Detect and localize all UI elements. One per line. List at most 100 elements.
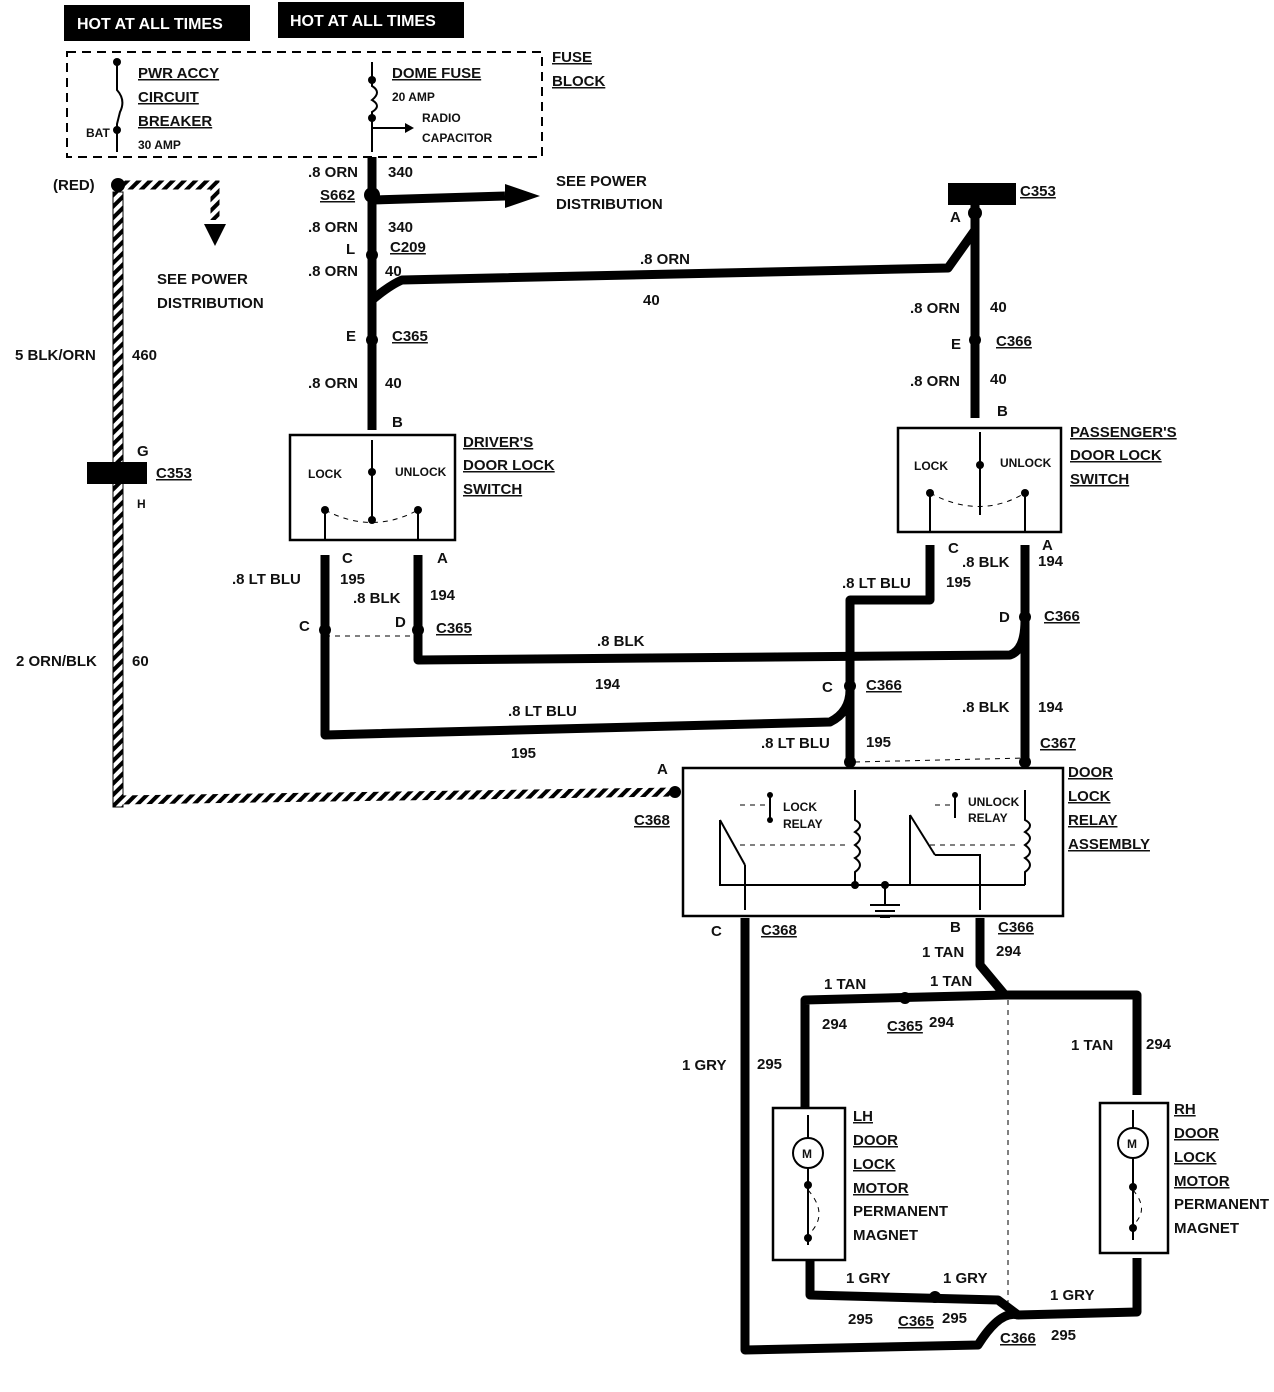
svg-text:CAPACITOR: CAPACITOR <box>422 131 493 145</box>
svg-text:BREAKER: BREAKER <box>138 113 212 130</box>
svg-text:M: M <box>1127 1137 1137 1151</box>
connector-dots <box>111 178 1031 1303</box>
wire-ltblu-drv: .8 LT BLU <box>232 571 301 588</box>
svg-text:LOCK: LOCK <box>914 459 948 473</box>
svg-text:FUSE: FUSE <box>552 49 592 66</box>
circuit-294-d: 294 <box>1146 1036 1172 1053</box>
circuit-460: 460 <box>132 347 157 364</box>
wire-tan-4: 1 TAN <box>1071 1037 1113 1054</box>
svg-text:DOME FUSE: DOME FUSE <box>392 65 481 82</box>
c366-c-label: C366 <box>866 677 902 694</box>
c367-label: C367 <box>1040 735 1076 752</box>
c368-a-label: C368 <box>634 812 670 829</box>
circuit-294-a: 294 <box>996 943 1022 960</box>
c353-pin-a: A <box>950 209 961 226</box>
passenger-switch-title-2: DOOR LOCK <box>1070 447 1162 464</box>
circuit-294-b: 294 <box>822 1016 848 1033</box>
wire-ltblu-pass: .8 LT BLU <box>842 575 911 592</box>
driver-switch-title-2: DOOR LOCK <box>463 457 555 474</box>
svg-text:UNLOCK: UNLOCK <box>1000 456 1052 470</box>
passenger-door-lock-switch: LOCK UNLOCK <box>896 426 1063 534</box>
driver-pin-b: B <box>392 414 403 431</box>
svg-text:PWR ACCY: PWR ACCY <box>138 65 219 82</box>
rh-motor-title-6: MAGNET <box>1174 1220 1239 1237</box>
circuit-194-mid: 194 <box>595 676 621 693</box>
see-power-right-2: DISTRIBUTION <box>556 196 663 213</box>
wire-ltblu-low: .8 LT BLU <box>508 703 577 720</box>
lh-motor-title-3: LOCK <box>853 1156 896 1173</box>
c366-label-e: C366 <box>996 333 1032 350</box>
red-label: (RED) <box>53 177 95 194</box>
hot-header-right: HOT AT ALL TIMES <box>278 2 464 38</box>
fuse-block: FUSE BLOCK PWR ACCY CIRCUIT BREAKER 30 A… <box>66 49 605 158</box>
circuit-194-pass: 194 <box>1038 553 1064 570</box>
relay-pin-b: B <box>950 919 961 936</box>
c368-c-label: C368 <box>761 922 797 939</box>
rh-motor-title-4: MOTOR <box>1174 1173 1230 1190</box>
wire-blk-right: .8 BLK <box>962 699 1010 716</box>
c365-mid-label: C365 <box>436 620 472 637</box>
circuit-40-b: 40 <box>385 375 402 392</box>
circuit-340-a: 340 <box>388 164 413 181</box>
lh-motor-title-1: LH <box>853 1108 873 1125</box>
circuit-40-d: 40 <box>990 371 1007 388</box>
wire-gry-4: 1 GRY <box>1050 1287 1094 1304</box>
wire-tan-1: 1 TAN <box>922 944 964 961</box>
relay-title-1: DOOR <box>1068 764 1113 781</box>
rh-motor-title-2: DOOR <box>1174 1125 1219 1142</box>
door-lock-relay-assembly: LOCK RELAY UNLOCK RELAY <box>681 757 1065 918</box>
circuit-295-c: 295 <box>942 1310 967 1327</box>
c209-pin: L <box>346 241 355 258</box>
wire-gry-1: 1 GRY <box>682 1057 726 1074</box>
c365-pin-d: D <box>395 614 406 631</box>
c353-pin-h: H <box>137 497 146 511</box>
driver-pin-a: A <box>437 550 448 567</box>
circuit-40-a: 40 <box>385 263 402 280</box>
circuit-340-b: 340 <box>388 219 413 236</box>
c365-pin-e: E <box>346 328 356 345</box>
driver-door-lock-switch: LOCK UNLOCK <box>288 433 457 542</box>
c353-left-label: C353 <box>156 465 192 482</box>
wire-orn-blk: 2 ORN/BLK <box>16 653 97 670</box>
c366-pin-d: D <box>999 609 1010 626</box>
lh-motor-title-4: MOTOR <box>853 1180 909 1197</box>
wire-blk-mid: .8 BLK <box>597 633 645 650</box>
driver-pin-c: C <box>342 550 353 567</box>
circuit-294-c: 294 <box>929 1014 955 1031</box>
wire-orn-40-c: .8 ORN <box>910 300 960 317</box>
lh-motor-title-6: MAGNET <box>853 1227 918 1244</box>
svg-text:RADIO: RADIO <box>422 111 461 125</box>
svg-text:LOCK: LOCK <box>308 467 342 481</box>
s662-label: S662 <box>320 187 355 204</box>
see-power-right-1: SEE POWER <box>556 173 647 190</box>
wire-tan-2: 1 TAN <box>824 976 866 993</box>
circuit-40-top: 40 <box>643 292 660 309</box>
passenger-switch-title-3: SWITCH <box>1070 471 1129 488</box>
c366-d-label: C366 <box>1044 608 1080 625</box>
relay-pin-c: C <box>711 923 722 940</box>
circuit-195-relay: 195 <box>866 734 891 751</box>
relay-title-4: ASSEMBLY <box>1068 836 1150 853</box>
circuit-60: 60 <box>132 653 149 670</box>
circuit-295-d: 295 <box>1051 1327 1076 1344</box>
rh-door-lock-motor: M <box>1098 1101 1170 1255</box>
c353-top-label: C353 <box>1020 183 1056 200</box>
svg-text:RELAY: RELAY <box>783 817 823 831</box>
svg-text:UNLOCK: UNLOCK <box>395 465 447 479</box>
passenger-pin-c: C <box>948 540 959 557</box>
wire-blk-pass: .8 BLK <box>962 554 1010 571</box>
svg-text:30 AMP: 30 AMP <box>138 138 181 152</box>
svg-text:UNLOCK: UNLOCK <box>968 795 1020 809</box>
rh-motor-title-3: LOCK <box>1174 1149 1217 1166</box>
driver-switch-title-1: DRIVER'S <box>463 434 533 451</box>
c353-connector-left <box>87 462 147 484</box>
c366-gry-label: C366 <box>1000 1330 1036 1347</box>
wires <box>320 157 1142 1355</box>
wire-gry-2: 1 GRY <box>846 1270 890 1287</box>
svg-text:20 AMP: 20 AMP <box>392 90 435 104</box>
c365-tan-label: C365 <box>887 1018 923 1035</box>
svg-text:LOCK: LOCK <box>783 800 817 814</box>
svg-text:M: M <box>802 1147 812 1161</box>
hot-header-left: HOT AT ALL TIMES <box>64 5 250 41</box>
